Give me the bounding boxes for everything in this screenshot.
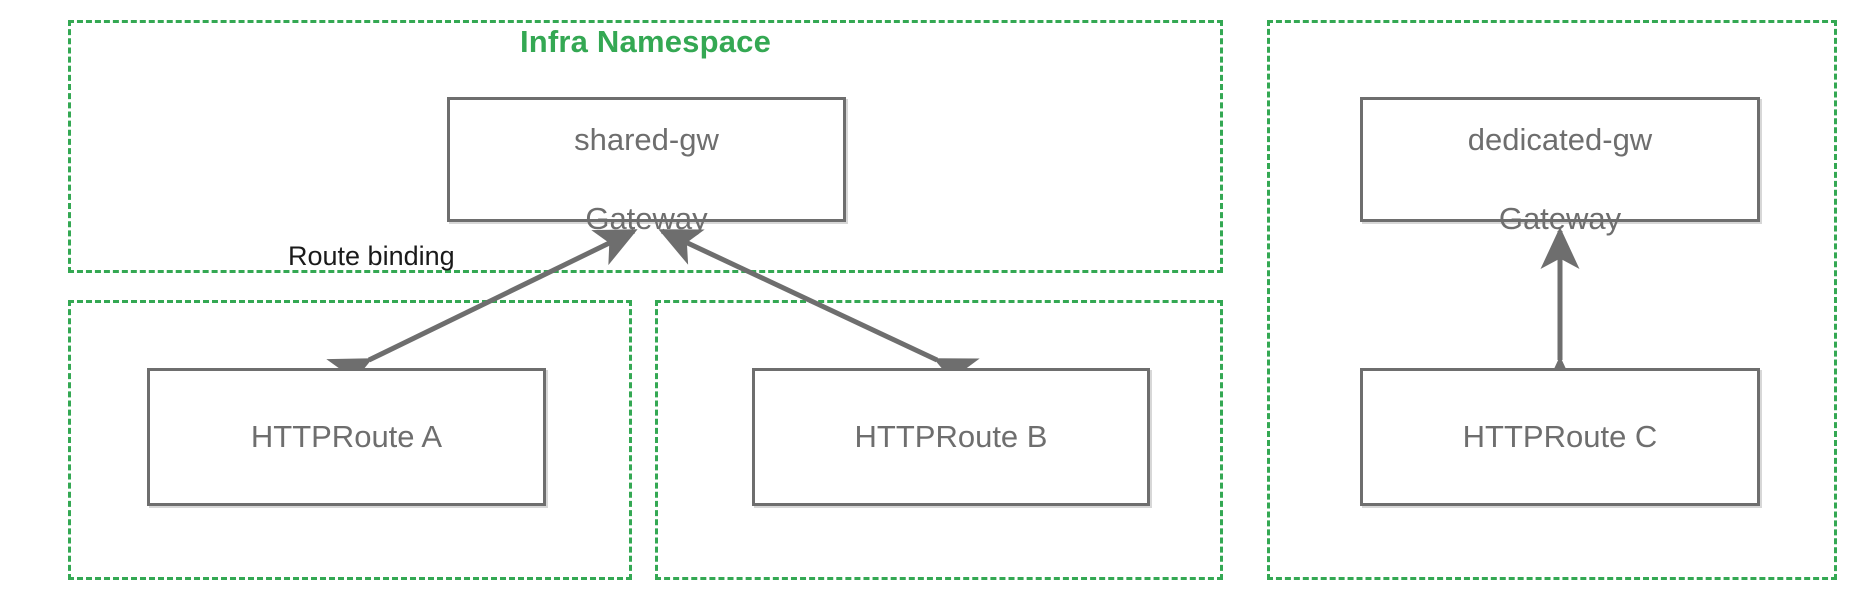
node-httproute-b[interactable]: HTTPRoute B <box>752 368 1150 506</box>
node-httproute-b-label: HTTPRoute B <box>854 419 1048 455</box>
namespace-box-infra <box>68 20 1223 273</box>
node-dedicated-gw-gateway[interactable]: dedicated-gw Gateway <box>1360 97 1760 236</box>
edge-label-route-binding: Route binding <box>288 241 455 271</box>
node-shared-gw-gateway-label: shared-gw Gateway <box>574 80 719 239</box>
node-httproute-c[interactable]: HTTPRoute C <box>1360 368 1760 506</box>
node-shared-gw-gateway-line2: Gateway <box>585 201 708 237</box>
node-dedicated-gw-gateway-line2: Gateway <box>1498 201 1622 237</box>
node-dedicated-gw-gateway-line1: dedicated-gw <box>1467 121 1653 157</box>
node-httproute-c-label: HTTPRoute C <box>1462 419 1658 455</box>
node-dedicated-gw-gateway-label: dedicated-gw Gateway <box>1468 80 1652 239</box>
namespace-box-c <box>1267 20 1837 580</box>
node-httproute-a-label: HTTPRoute A <box>250 419 443 455</box>
node-httproute-a[interactable]: HTTPRoute A <box>147 368 546 506</box>
node-shared-gw-gateway[interactable]: shared-gw Gateway <box>447 97 846 236</box>
node-shared-gw-gateway-line1: shared-gw <box>574 121 719 157</box>
namespace-label-infra: Infra Namespace <box>519 24 772 59</box>
